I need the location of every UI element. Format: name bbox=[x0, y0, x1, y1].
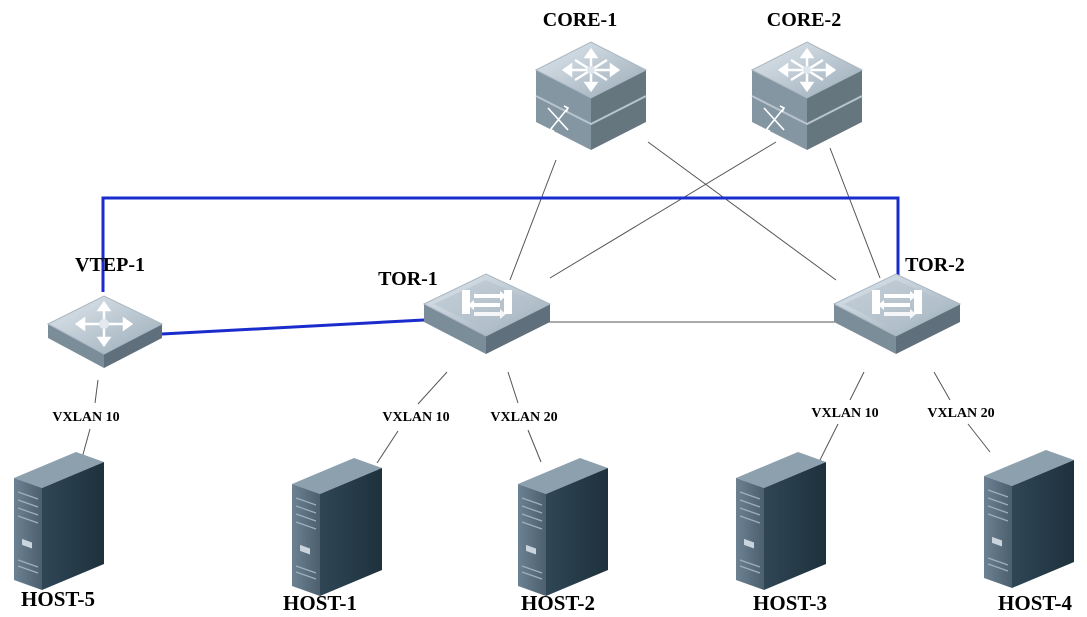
uplinks bbox=[81, 141, 991, 464]
host-3-server-icon bbox=[735, 451, 827, 591]
host-3-label: HOST-3 bbox=[753, 591, 827, 615]
vxlan-label-host1: VXLAN 10 bbox=[382, 410, 449, 425]
host-4-server-icon bbox=[983, 449, 1075, 589]
host-4-label: HOST-4 bbox=[998, 591, 1072, 615]
host-1-label: HOST-1 bbox=[283, 591, 357, 615]
link-tor1-host2-upper bbox=[507, 371, 519, 404]
link-core1-tor1 bbox=[509, 159, 557, 281]
tor-2-switch-icon bbox=[833, 273, 961, 355]
link-tor1-host1-lower bbox=[376, 430, 399, 464]
link-tor2-host4-upper bbox=[933, 371, 951, 401]
core-2-label: CORE-2 bbox=[767, 9, 841, 31]
core-1-label: CORE-1 bbox=[543, 9, 617, 31]
link-vtep1-tor2-blue bbox=[101, 196, 900, 292]
tor-1-switch-icon bbox=[423, 273, 551, 355]
core-1-switch-icon bbox=[534, 40, 648, 152]
link-vtep1-tor1-blue bbox=[161, 318, 425, 336]
vtep-1-router-icon bbox=[46, 294, 164, 370]
host-5-server-icon bbox=[13, 451, 105, 591]
link-vtep1-host5-lower bbox=[81, 428, 91, 459]
link-core1-tor2 bbox=[647, 141, 837, 281]
tor-2-label: TOR-2 bbox=[905, 254, 965, 276]
link-tor2-host3-lower bbox=[819, 423, 839, 461]
host-5-label: HOST-5 bbox=[21, 587, 95, 611]
vxlan-label-host5: VXLAN 10 bbox=[52, 410, 119, 425]
vxlan-label-host4: VXLAN 20 bbox=[927, 406, 994, 421]
host-2-server-icon bbox=[517, 457, 609, 597]
host-2-label: HOST-2 bbox=[521, 591, 595, 615]
link-tor2-host3-upper bbox=[849, 371, 865, 401]
core-2-switch-icon bbox=[750, 40, 864, 152]
vxlan-label-host2: VXLAN 20 bbox=[490, 410, 557, 425]
host-1-server-icon bbox=[291, 457, 383, 597]
link-vtep1-host5-upper bbox=[94, 379, 99, 404]
link-core2-tor2 bbox=[829, 147, 881, 279]
link-tor1-host2-lower bbox=[527, 429, 542, 463]
link-tor1-host1-upper bbox=[417, 371, 448, 405]
link-core2-tor1 bbox=[549, 141, 777, 279]
link-tor2-host4-lower bbox=[967, 423, 991, 453]
vxlan-label-host3: VXLAN 10 bbox=[811, 406, 878, 421]
highlight-path bbox=[101, 196, 900, 336]
vtep-1-label: VTEP-1 bbox=[75, 254, 145, 276]
tor-1-label: TOR-1 bbox=[378, 268, 438, 290]
